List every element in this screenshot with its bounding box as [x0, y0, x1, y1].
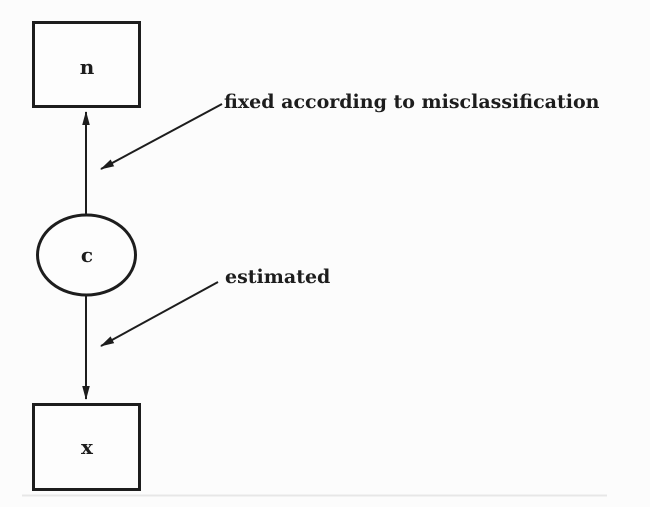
bottom-box-label: x [81, 435, 94, 459]
annotation-label-fixed: fixed according to misclassification [224, 91, 600, 113]
middle-ellipse-label: c [81, 243, 93, 267]
annotation-label-estimated: estimated [225, 266, 330, 288]
bottom-box-node [32, 403, 141, 491]
middle-ellipse-node [36, 213, 137, 297]
annotation-arrow-fixed [100, 103, 223, 170]
top-box-node [32, 21, 141, 108]
annotation-arrow-estimated [100, 281, 219, 347]
top-box-label: n [80, 55, 95, 79]
